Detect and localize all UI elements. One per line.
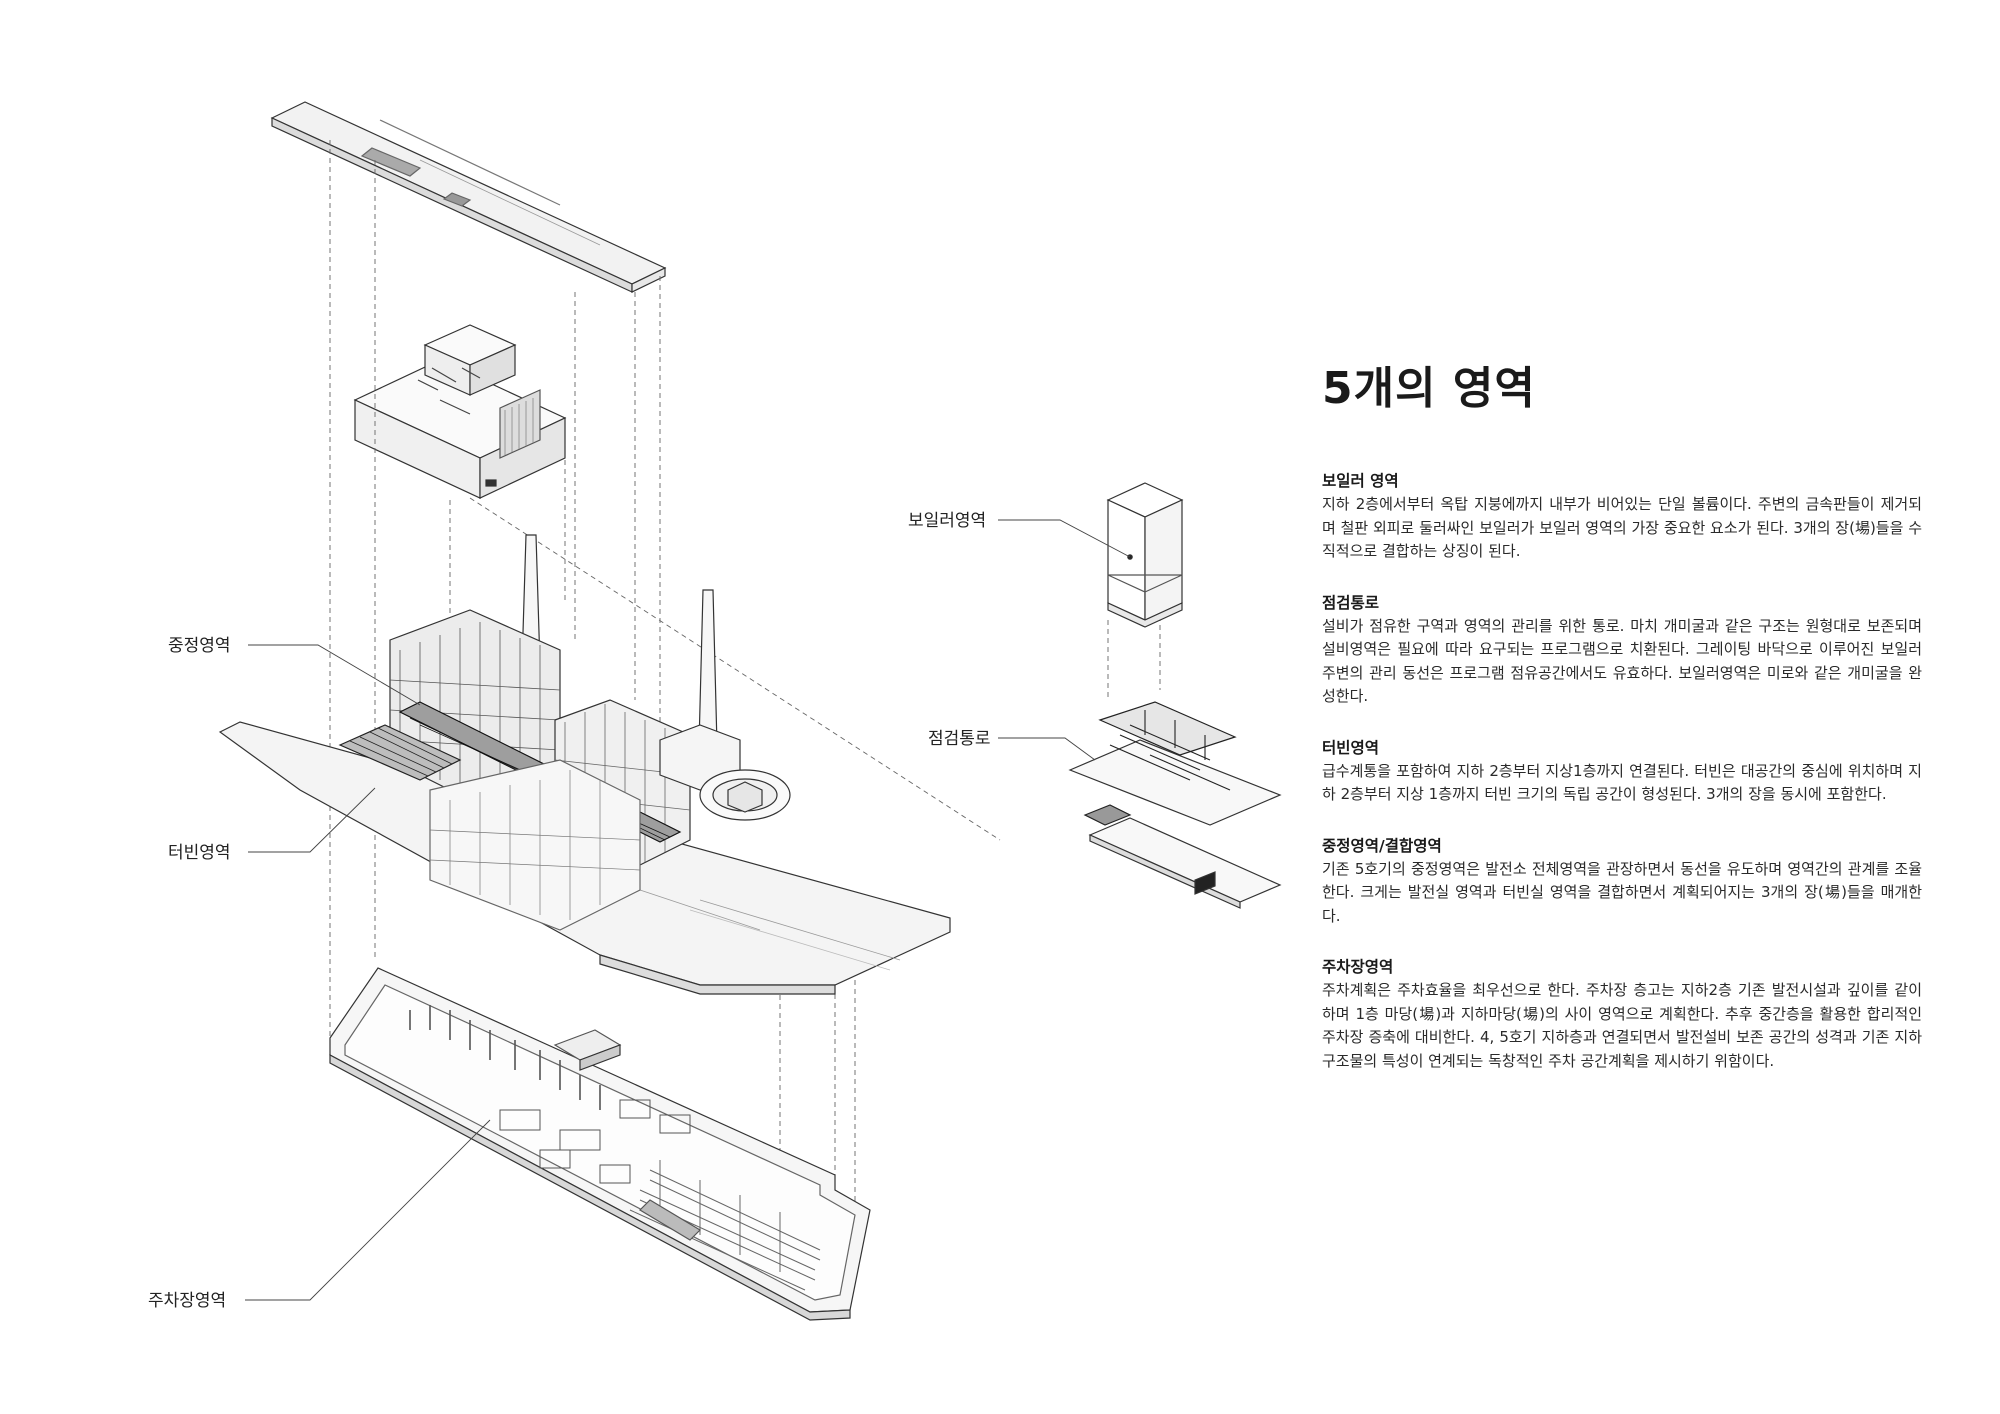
page-title: 5개의 영역 — [1322, 363, 1536, 414]
section-title: 중정영역/결합영역 — [1322, 836, 1442, 855]
label-courtyard: 중정영역 — [168, 636, 231, 656]
section-title: 점검통로 — [1322, 593, 1380, 612]
section-title: 보일러 영역 — [1322, 472, 1399, 491]
label-parking: 주차장영역 — [148, 1291, 226, 1311]
section-body: 급수계통을 포함하여 지하 2층부터 지상1층까지 연결된다. 터빈은 대공간의… — [1322, 761, 1922, 804]
leader-lines — [245, 519, 1131, 1301]
section-title: 터빈영역 — [1322, 738, 1380, 757]
section-body: 지하 2층에서부터 옥탑 지붕에까지 내부가 비어있는 단일 볼륨이다. 주변의… — [1322, 495, 1922, 561]
section-inspection: 점검통로 설비가 점유한 구역과 영역의 관리를 위한 통로. 마치 개미굴과 … — [1322, 591, 1922, 709]
section-parking: 주차장영역 주차계획은 주차효율을 최우선으로 한다. 주차장 층고는 지하2층… — [1322, 955, 1922, 1073]
inspection-walkway-isolated — [1068, 701, 1282, 909]
boiler-volume-isolated — [1106, 482, 1184, 628]
section-body: 주차계획은 주차효율을 최우선으로 한다. 주차장 층고는 지하2층 기존 발전… — [1322, 981, 1922, 1070]
ground-floor-plant — [218, 534, 951, 995]
section-turbine: 터빈영역 급수계통을 포함하여 지하 2층부터 지상1층까지 연결된다. 터빈은… — [1322, 736, 1922, 807]
roof-slab — [270, 101, 667, 293]
section-courtyard: 중정영역/결합영역 기존 5호기의 중정영역은 발전소 전체영역을 관장하면서 … — [1322, 834, 1922, 929]
label-inspection: 점검통로 — [928, 729, 991, 749]
section-body: 기존 5호기의 중정영역은 발전소 전체영역을 관장하면서 동선을 유도하며 영… — [1322, 859, 1922, 925]
boiler-top-volume — [353, 324, 567, 499]
text-column: 5개의 영역 보일러 영역 지하 2층에서부터 옥탑 지붕에까지 내부가 비어있… — [1322, 363, 1922, 1100]
label-turbine: 터빈영역 — [168, 843, 231, 863]
section-title: 주차장영역 — [1322, 958, 1394, 977]
section-body: 설비가 점유한 구역과 영역의 관리를 위한 통로. 마치 개미굴과 같은 구조… — [1322, 616, 1922, 706]
label-boiler: 보일러영역 — [908, 511, 986, 531]
parking-level — [329, 967, 871, 1321]
section-boiler: 보일러 영역 지하 2층에서부터 옥탑 지붕에까지 내부가 비어있는 단일 볼륨… — [1322, 469, 1922, 564]
